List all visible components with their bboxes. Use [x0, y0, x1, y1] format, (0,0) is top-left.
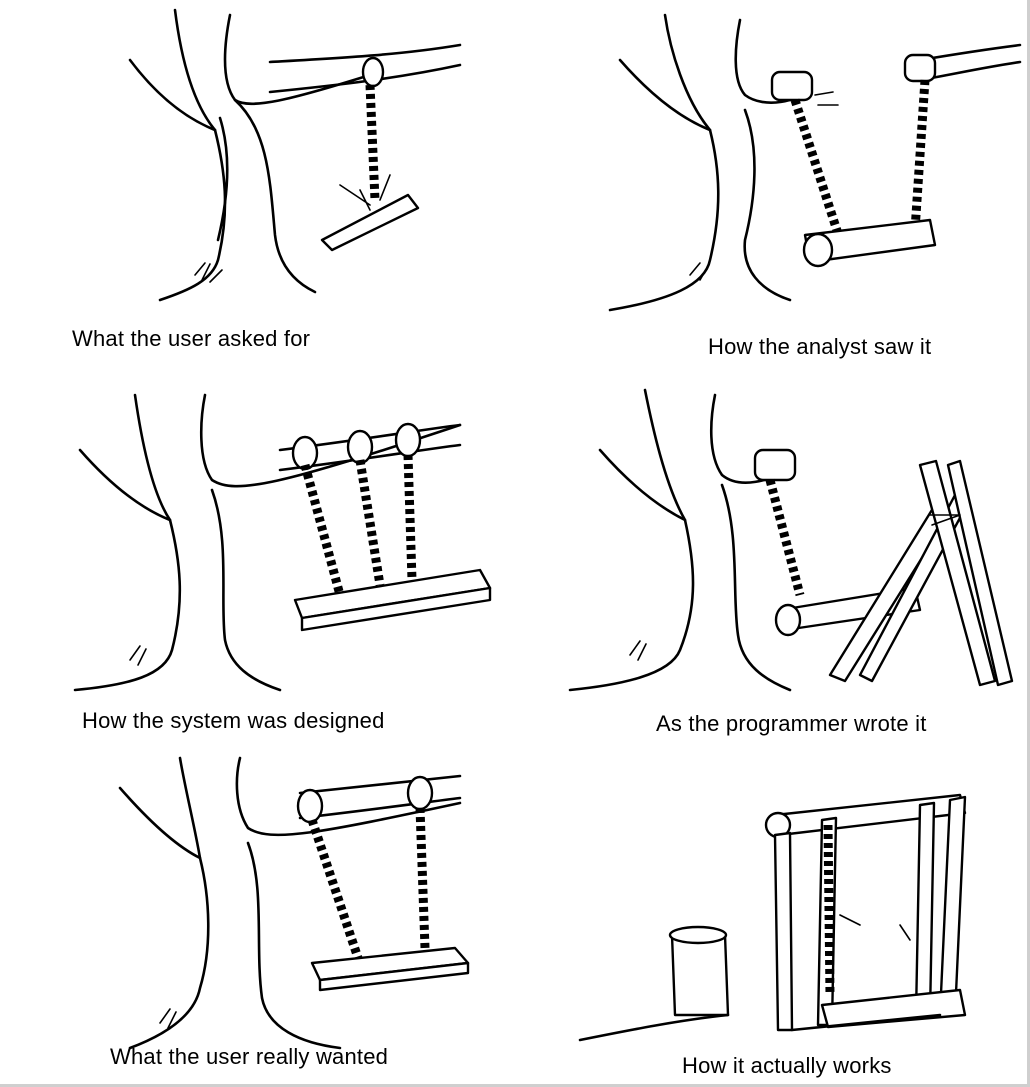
panel-system-designed: How the system was designed	[40, 390, 500, 733]
bottom-border	[0, 1084, 1030, 1087]
panel-user-wanted: What the user really wanted	[100, 748, 500, 1078]
caption-panel-2: How the analyst saw it	[708, 334, 932, 359]
panel-user-asked: What the user asked for	[40, 0, 480, 351]
tree-swing-drawing-2	[608, 13, 1022, 312]
caption-panel-6: How it actually works	[682, 1053, 892, 1078]
tree-swing-drawing-3	[73, 393, 492, 692]
tree-swing-drawing-5	[118, 756, 470, 1050]
tree-swing-drawing-1	[128, 8, 462, 302]
caption-panel-3: How the system was designed	[82, 708, 385, 733]
panel-actually-works: How it actually works	[560, 775, 1020, 1080]
caption-panel-5: What the user really wanted	[110, 1044, 389, 1069]
panel-programmer-wrote: As the programmer wrote it	[560, 385, 1030, 745]
tree-swing-drawing-6	[578, 793, 967, 1042]
right-border	[1027, 0, 1030, 1087]
caption-panel-1: What the user asked for	[72, 326, 311, 351]
panel-analyst-saw: How the analyst saw it	[560, 0, 1022, 360]
tree-swing-drawing-4	[568, 388, 1014, 692]
caption-panel-4: As the programmer wrote it	[656, 711, 927, 736]
